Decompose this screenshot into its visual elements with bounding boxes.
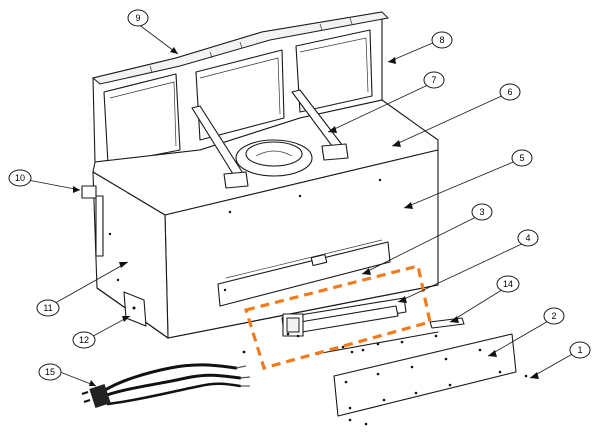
- callout-9-label: 9: [135, 13, 140, 23]
- callout-15: 15: [38, 363, 62, 381]
- support-brackets: [191, 89, 349, 189]
- callout-3: 3: [471, 203, 493, 221]
- callout-15-label: 15: [45, 367, 55, 377]
- top-frame: [91, 11, 390, 165]
- highlight-dashed-box: [243, 264, 432, 370]
- callout-6: 6: [499, 83, 521, 101]
- callout-2: 2: [543, 307, 565, 325]
- side-bracket: [81, 185, 97, 199]
- callout-12-label: 12: [79, 335, 89, 345]
- callout-4-label: 4: [525, 233, 530, 243]
- callout-2-label: 2: [551, 311, 556, 321]
- power-cord: [81, 363, 251, 408]
- callout-14: 14: [496, 275, 520, 293]
- filter-plate: [333, 333, 517, 417]
- callout-5-label: 5: [519, 153, 524, 163]
- callout-4: 4: [517, 229, 539, 247]
- light-rail-assembly: [281, 297, 407, 338]
- callout-3-label: 3: [479, 207, 484, 217]
- callout-1: 1: [569, 341, 591, 359]
- callout-9: 9: [127, 9, 149, 27]
- callout-14-label: 14: [503, 279, 513, 289]
- callout-5: 5: [511, 149, 533, 167]
- leader-lines: [27, 23, 577, 387]
- callout-1-label: 1: [577, 345, 582, 355]
- callout-10: 10: [8, 169, 32, 187]
- callout-8-label: 8: [439, 35, 444, 45]
- callout-11-label: 11: [43, 303, 52, 313]
- callout-8: 8: [431, 31, 453, 49]
- callout-7: 7: [423, 71, 445, 89]
- callout-10-label: 10: [15, 173, 25, 183]
- callout-6-label: 6: [507, 87, 512, 97]
- blower-collar: [235, 139, 313, 177]
- electrical-box: [123, 291, 147, 327]
- callout-12: 12: [72, 331, 96, 349]
- callout-11: 11: [36, 299, 60, 317]
- screws: [242, 334, 528, 426]
- callout-7-label: 7: [431, 75, 436, 85]
